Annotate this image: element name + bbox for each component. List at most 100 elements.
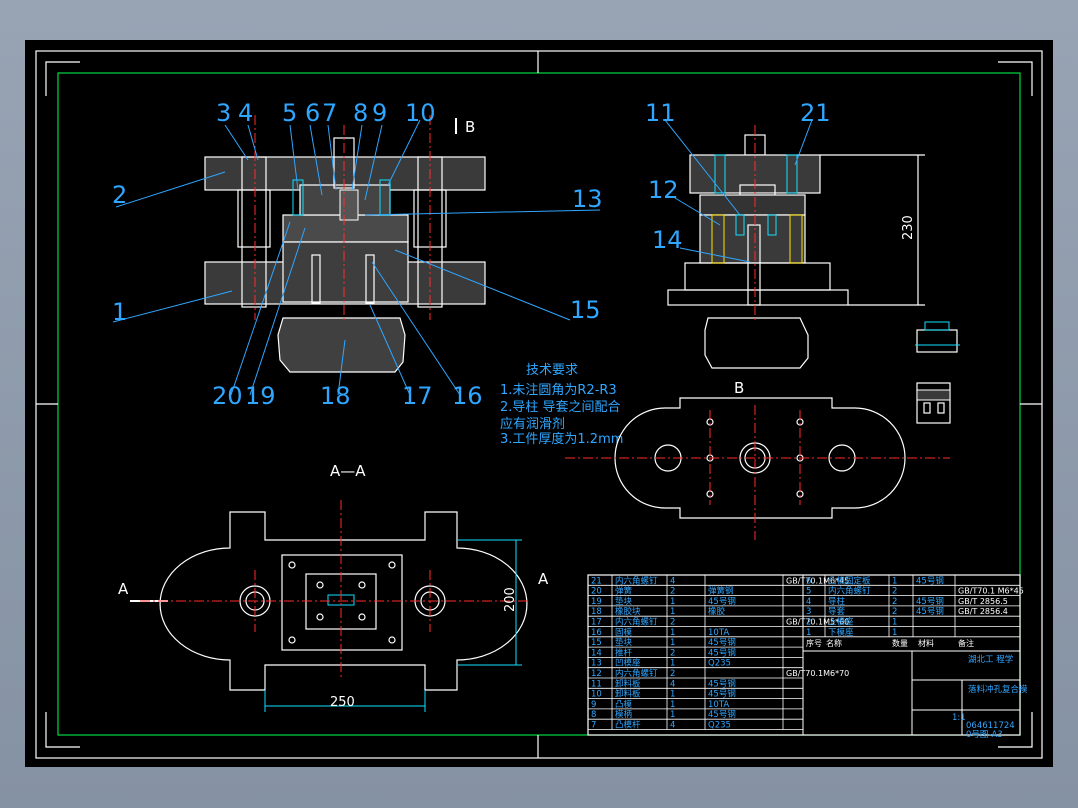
parts-left-row: 19 垫块 1 45号钢: [588, 595, 803, 607]
guide-post-left: [241, 156, 267, 308]
parts-right-cell: 导柱: [828, 596, 846, 607]
parts-right-cell: GB/T 2856.4: [958, 607, 1008, 616]
parts-left-cell: GB/T70.1M5*60: [786, 618, 849, 627]
parts-right-cell: 45号钢: [916, 575, 944, 586]
parts-left-cell: 45号钢: [708, 709, 736, 720]
parts-right-cell: 5: [806, 587, 811, 597]
callout-3: 3: [216, 99, 231, 127]
parts-left-cell: 10: [591, 690, 602, 700]
parts-right-cell: 导套: [828, 606, 846, 617]
parts-left-cell: 1: [670, 659, 675, 669]
die-block: [282, 241, 409, 303]
parts-left-cell: 1: [670, 597, 675, 607]
parts-left-cell: 21: [591, 576, 602, 586]
tb-header-col: 序号: [806, 638, 822, 648]
tb-org: 湖北工 程学: [968, 654, 1014, 665]
parts-right-cell: 2: [892, 587, 897, 597]
parts-left-cell: 1: [670, 607, 675, 617]
parts-left-cell: 弹簧钢: [708, 586, 734, 597]
callout-9: 9: [372, 99, 387, 127]
parts-right-cell: 1: [806, 628, 811, 638]
parts-left-cell: 1: [670, 690, 675, 700]
parts-left-cell: 内六角螺钉: [615, 617, 658, 628]
parts-left-cell: 2: [670, 618, 675, 628]
parts-left-cell: GB/T70.1M6*70: [786, 669, 849, 678]
side-section-view: 230: [667, 125, 925, 369]
parts-left-cell: 模柄: [615, 709, 633, 720]
parts-left-cell: 4: [670, 721, 675, 731]
callouts-side: 11 21 12 14: [645, 99, 831, 254]
parts-left-cell: 11: [591, 679, 602, 689]
parts-left-cell: 垫块: [615, 596, 633, 607]
parts-left-cell: Q235: [708, 659, 731, 669]
parts-left-row: 10 卸料板 1 45号钢: [588, 688, 803, 700]
parts-right-cell: 凸模固定板: [828, 575, 871, 586]
callout-1: 1: [112, 298, 127, 326]
view-b-label: B: [734, 379, 744, 397]
parts-left-cell: 凸模杆: [615, 720, 641, 731]
parts-left-cell: 卸料板: [615, 689, 641, 700]
parts-right-cell: 1: [892, 576, 897, 586]
parts-left-cell: 18: [591, 607, 602, 617]
parts-left-cell: 17: [591, 618, 602, 628]
tech-line-1: 1.未注圆角为R2-R3: [500, 383, 617, 398]
parts-left-cell: 19: [591, 597, 602, 607]
parts-left-cell: 45号钢: [708, 596, 736, 607]
leaders-side: [664, 119, 813, 263]
detail-drawings: [915, 321, 960, 424]
callouts-front: 3 4 5 6 7 8 9 10 2 13 1 15 20 19 18 17 1…: [112, 99, 603, 410]
parts-left-cell: 1: [670, 700, 675, 710]
parts-left-cell: 10TA: [708, 628, 729, 638]
parts-left-cell: 卸料板: [615, 678, 641, 689]
parts-left-cell: 橡胶块: [615, 606, 641, 617]
tb-sheet: 0号图-A3: [966, 730, 1003, 740]
parts-right-cell: 4: [806, 597, 811, 607]
tech-line-2: 2.导柱 导套之间配合: [500, 399, 621, 415]
parts-left-cell: 弹簧: [615, 586, 633, 597]
parts-left-cell: 1: [670, 710, 675, 720]
leaders-front: [112, 119, 601, 396]
tech-line-3: 应有润滑剂: [500, 416, 565, 432]
callout-4: 4: [238, 99, 253, 127]
rubber-block: [277, 317, 406, 373]
tb-number: 064611724: [966, 721, 1015, 731]
parts-left-cell: 13: [591, 659, 602, 669]
callout-20: 20: [212, 382, 243, 410]
front-section-view: [204, 115, 486, 373]
dim-230: 230: [901, 215, 916, 240]
callout-2: 2: [112, 181, 127, 209]
parts-left-cell: 凸模: [615, 699, 633, 710]
callout-15: 15: [570, 296, 601, 324]
section-aa-title: A—A: [330, 462, 366, 480]
parts-left-cell: 45号钢: [708, 647, 736, 658]
parts-right-cell: 2: [892, 607, 897, 617]
centering-marks: [36, 51, 1042, 758]
tb-header-col: 数量: [892, 638, 908, 648]
parts-left-cell: 45号钢: [708, 689, 736, 700]
parts-right-cell: 1: [892, 628, 897, 638]
parts-right-cell: 45号钢: [916, 606, 944, 617]
parts-left-cell: 2: [670, 648, 675, 658]
view-b: B: [565, 379, 950, 540]
tb-title: 落料冲孔复合模: [968, 684, 1028, 695]
callout-18: 18: [320, 382, 351, 410]
parts-left-cell: 内六角螺钉: [615, 575, 658, 586]
callout-5: 5: [282, 99, 297, 127]
parts-right-cell: 2: [806, 618, 811, 628]
parts-left-cell: 20: [591, 587, 602, 597]
